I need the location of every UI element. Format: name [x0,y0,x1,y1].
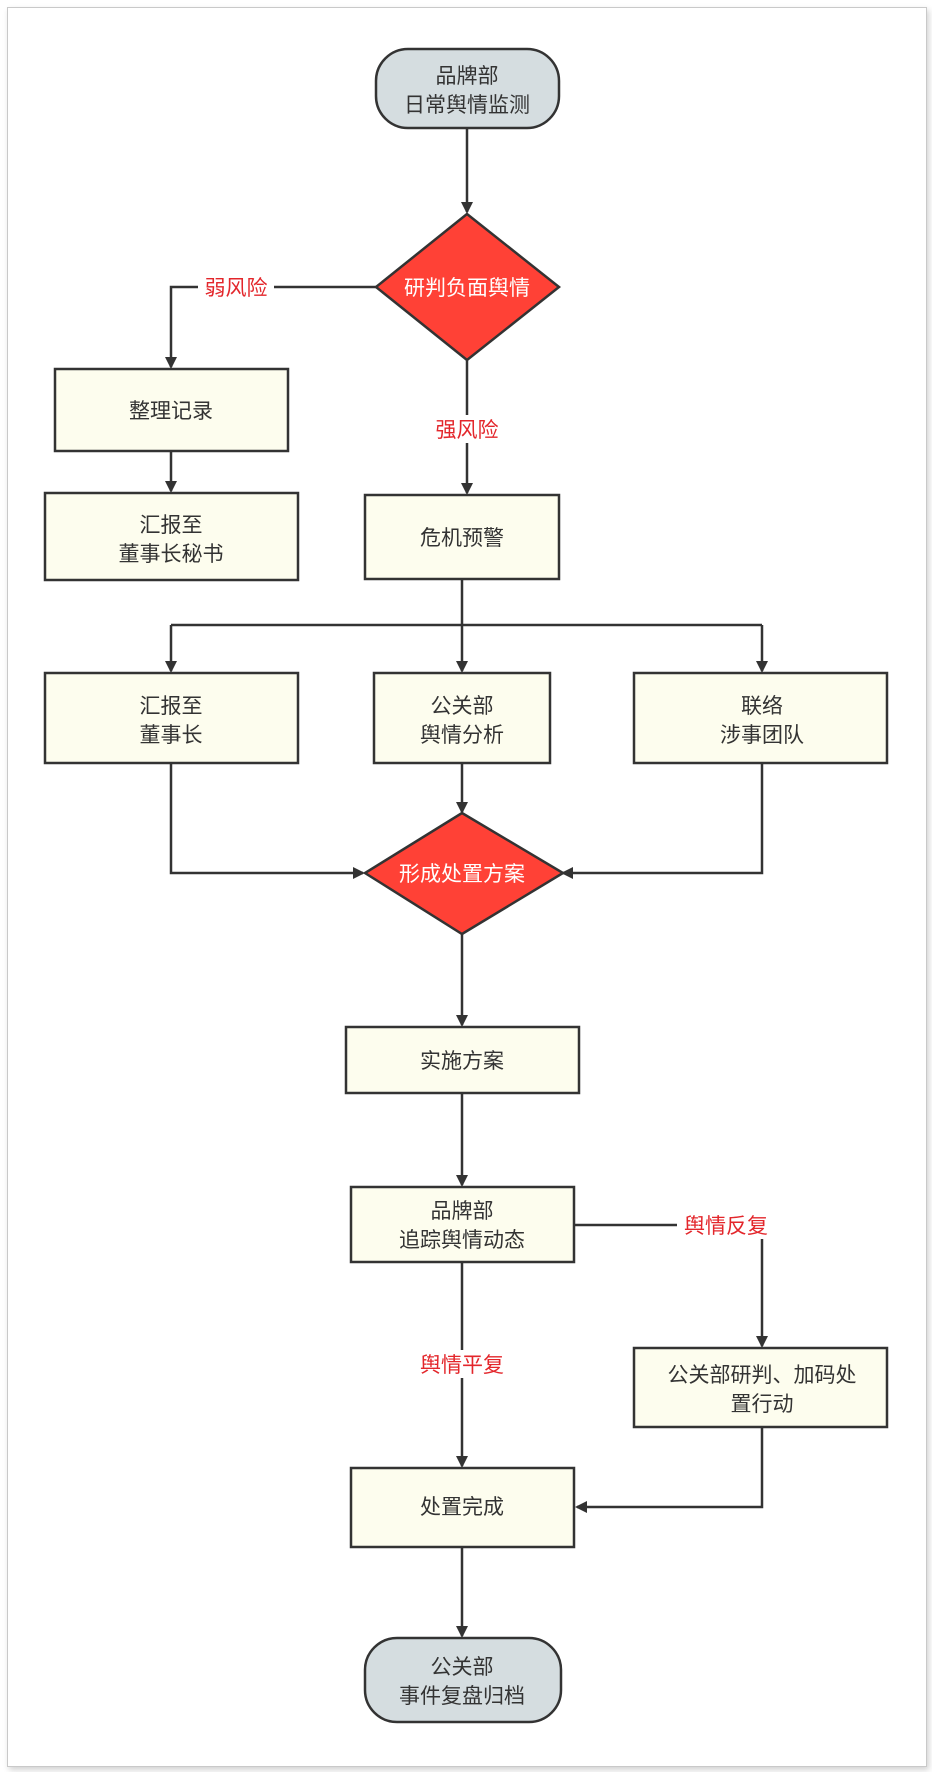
svg-text:品牌部: 品牌部 [436,64,499,88]
svg-text:舆情平复: 舆情平复 [420,1353,504,1377]
svg-text:品牌部: 品牌部 [431,1199,494,1223]
edge-contact-to-plan [561,763,764,879]
node-organize-record: 整理记录 [53,367,290,453]
svg-text:追踪舆情动态: 追踪舆情动态 [399,1228,525,1252]
svg-text:公关部: 公关部 [431,1655,494,1679]
svg-text:处置完成: 处置完成 [420,1495,504,1519]
edge-chairman-to-plan [169,763,365,879]
svg-text:危机预警: 危机预警 [420,526,504,550]
decision-judge-negative-opinion: 研判负面舆情 [374,212,562,362]
svg-text:汇报至: 汇报至 [140,513,203,537]
node-start-daily-monitoring: 品牌部 日常舆情监测 [374,47,561,130]
svg-text:舆情反复: 舆情反复 [684,1214,768,1238]
svg-text:形成处置方案: 形成处置方案 [399,862,525,886]
decision-form-disposal-plan: 形成处置方案 [362,811,566,936]
edge-label-strong-risk: 强风险 [429,415,505,443]
svg-text:弱风险: 弱风险 [205,276,268,300]
node-report-to-secretary: 汇报至 董事长秘书 [43,491,300,582]
edge-label-opinion-recur: 舆情反复 [677,1211,775,1239]
svg-text:实施方案: 实施方案 [420,1049,504,1073]
svg-text:涉事团队: 涉事团队 [720,723,804,747]
svg-text:舆情分析: 舆情分析 [420,723,504,747]
svg-text:日常舆情监测: 日常舆情监测 [404,93,530,117]
svg-text:联络: 联络 [741,694,783,718]
node-pr-escalate-action: 公关部研判、加码处 置行动 [632,1346,889,1429]
svg-text:整理记录: 整理记录 [129,399,213,423]
svg-text:汇报至: 汇报至 [140,694,203,718]
svg-text:事件复盘归档: 事件复盘归档 [399,1684,525,1708]
svg-text:公关部: 公关部 [431,694,494,718]
edge-escalate-to-done [575,1427,764,1513]
node-report-to-chairman: 汇报至 董事长 [43,671,300,765]
svg-text:公关部研判、加码处: 公关部研判、加码处 [668,1363,857,1387]
node-crisis-alert: 危机预警 [363,493,561,581]
svg-text:置行动: 置行动 [731,1392,794,1416]
svg-text:研判负面舆情: 研判负面舆情 [404,276,530,300]
svg-text:董事长秘书: 董事长秘书 [119,542,224,566]
svg-text:董事长: 董事长 [140,723,203,747]
node-implement-plan: 实施方案 [344,1025,581,1095]
svg-text:强风险: 强风险 [436,418,499,442]
node-contact-involved-team: 联络 涉事团队 [632,671,889,765]
edge-label-opinion-calm: 舆情平复 [413,1350,511,1378]
node-pr-opinion-analysis: 公关部 舆情分析 [372,671,552,765]
edge-label-weak-risk: 弱风险 [198,273,274,301]
node-disposal-complete: 处置完成 [349,1466,576,1549]
edge-judge-to-organize [165,285,376,369]
node-end-review-archive: 公关部 事件复盘归档 [363,1636,563,1724]
node-track-opinion-dynamics: 品牌部 追踪舆情动态 [349,1185,576,1264]
edge-track-to-escalate [575,1223,768,1348]
